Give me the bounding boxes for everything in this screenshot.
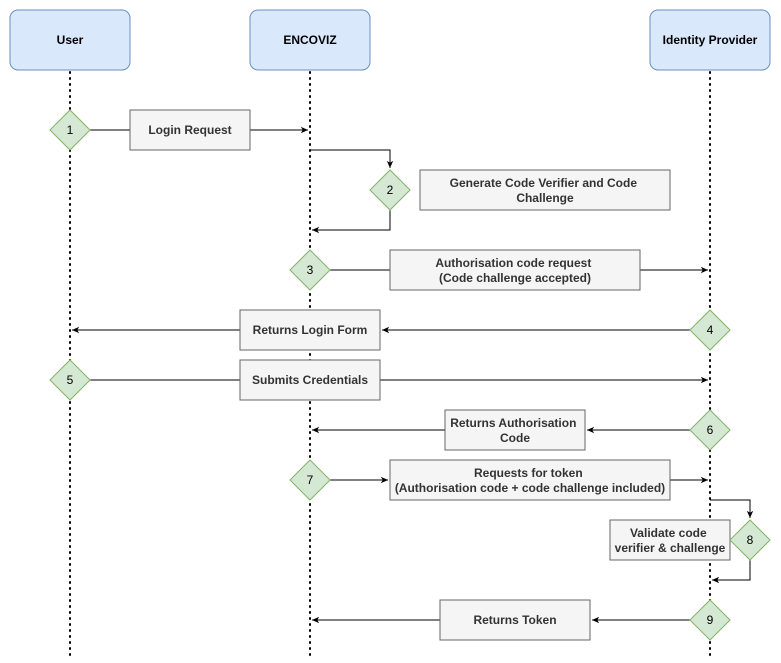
step-8-label: Validate code verifier & challenge	[615, 526, 726, 555]
step-box-1: Login Request	[129, 109, 251, 151]
step-3-label: Authorisation code request (Code challen…	[435, 256, 594, 285]
step-marker-2-number: 2	[387, 183, 394, 197]
step-marker-8: 8	[729, 519, 771, 561]
step-box-4: Returns Login Form	[239, 309, 381, 351]
step-marker-1-number: 1	[67, 123, 74, 137]
step-boxes: Login Request Generate Code Verifier and…	[129, 109, 731, 641]
step-5-line-1: Submits Credentials	[252, 373, 368, 387]
step-9-label: Returns Token	[473, 613, 556, 627]
step-2-line-2: Challenge	[516, 191, 574, 205]
step-7-line-1: Requests for token	[474, 466, 583, 480]
step-7-label: Requests for token (Authorisation code +…	[395, 466, 665, 495]
step-2-label: Generate Code Verifier and Code Challeng…	[450, 176, 641, 205]
arrows	[72, 126, 754, 624]
step-marker-8-number: 8	[747, 533, 754, 547]
step-3-line-2: (Code challenge accepted)	[439, 271, 591, 285]
step-marker-4: 4	[689, 309, 731, 351]
step-5-label: Submits Credentials	[252, 373, 368, 387]
arrow-step-8-back	[712, 560, 751, 584]
step-marker-3: 3	[289, 249, 331, 291]
step-marker-4-number: 4	[707, 323, 714, 337]
step-7-line-2: (Authorisation code + code challenge inc…	[395, 481, 665, 495]
step-1-line-1: Login Request	[148, 123, 231, 137]
step-8-line-2: verifier & challenge	[615, 541, 726, 555]
participant-user-label: User	[57, 33, 84, 47]
participant-identity-provider: Identity Provider	[649, 9, 771, 71]
arrow-step-8-out	[710, 499, 754, 518]
step-4-label: Returns Login Form	[253, 323, 368, 337]
step-box-5: Submits Credentials	[239, 359, 381, 401]
participant-user: User	[9, 9, 131, 71]
step-marker-7: 7	[289, 459, 331, 501]
participant-encoviz: ENCOVIZ	[249, 9, 371, 71]
step-6-line-2: Code	[500, 431, 530, 445]
step-marker-6: 6	[689, 409, 731, 451]
step-marker-2: 2	[369, 169, 411, 211]
participant-encoviz-label: ENCOVIZ	[283, 33, 336, 47]
step-box-2: Generate Code Verifier and Code Challeng…	[419, 169, 671, 211]
step-6-label: Returns Authorisation Code	[450, 416, 580, 445]
step-marker-3-number: 3	[307, 263, 314, 277]
step-marker-9: 9	[689, 599, 731, 641]
step-4-line-1: Returns Login Form	[253, 323, 368, 337]
step-marker-5: 5	[49, 359, 91, 401]
step-marker-5-number: 5	[67, 373, 74, 387]
arrow-step-2-back	[312, 210, 391, 234]
step-2-line-1: Generate Code Verifier and Code	[450, 176, 638, 190]
step-1-label: Login Request	[148, 123, 231, 137]
step-3-line-1: Authorisation code request	[435, 256, 591, 270]
step-box-7: Requests for token (Authorisation code +…	[389, 459, 671, 501]
step-marker-9-number: 9	[707, 613, 714, 627]
step-marker-7-number: 7	[307, 473, 314, 487]
step-box-8: Validate code verifier & challenge	[609, 519, 731, 561]
step-9-line-1: Returns Token	[473, 613, 556, 627]
step-box-9: Returns Token	[439, 599, 591, 641]
step-6-line-1: Returns Authorisation	[450, 416, 576, 430]
step-box-3: Authorisation code request (Code challen…	[389, 249, 641, 291]
participant-idp-label: Identity Provider	[663, 33, 758, 47]
arrow-step-2-out	[310, 149, 394, 168]
step-8-line-1: Validate code	[630, 526, 707, 540]
step-markers: 1 2 3 4 5 6 7 8	[49, 109, 771, 641]
step-marker-6-number: 6	[707, 423, 714, 437]
step-box-6: Returns Authorisation Code	[444, 409, 586, 451]
step-marker-1: 1	[49, 109, 91, 151]
